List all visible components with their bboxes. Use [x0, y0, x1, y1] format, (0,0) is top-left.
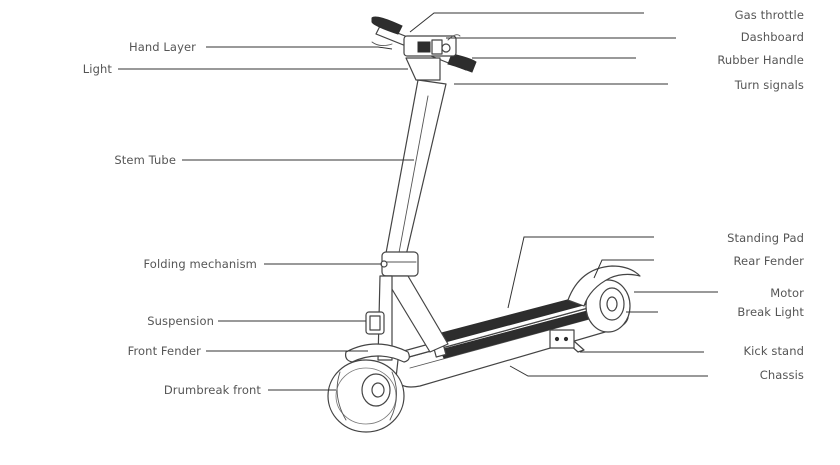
label-chassis: Chassis — [759, 368, 804, 382]
label-light: Light — [82, 62, 112, 76]
rear-fender-shape — [567, 265, 641, 307]
label-turn-signals: Turn signals — [734, 78, 804, 92]
label-rubber-handle: Rubber Handle — [717, 53, 804, 67]
label-break-light: Break Light — [737, 305, 804, 319]
front-wheel-shape — [327, 359, 405, 433]
front-fender-shape — [345, 343, 410, 363]
kick-bracket — [549, 329, 575, 349]
label-gas-throttle: Gas throttle — [734, 8, 804, 22]
label-folding-mechanism: Folding mechanism — [143, 257, 257, 271]
label-standing-pad: Standing Pad — [727, 231, 804, 245]
label-rear-fender: Rear Fender — [733, 254, 804, 268]
folding-mechanism-shape — [380, 251, 419, 277]
label-motor: Motor — [770, 286, 804, 300]
front-fork-shape — [377, 275, 449, 361]
label-stem-tube: Stem Tube — [114, 153, 176, 167]
label-drumbreak-front: Drumbreak front — [163, 383, 261, 397]
suspension-shape — [365, 311, 385, 335]
rear-wheel-shape — [585, 279, 631, 333]
label-dashboard: Dashboard — [740, 30, 804, 44]
stem-tube-shape — [383, 79, 447, 265]
scooter-illustration — [327, 16, 641, 433]
leader-lines-right — [409, 12, 718, 377]
label-front-fender: Front Fender — [127, 344, 201, 358]
label-hand-layer: Hand Layer — [128, 40, 196, 54]
leader-lines-left — [118, 46, 414, 391]
handlebar-shape — [371, 16, 477, 81]
label-suspension: Suspension — [147, 314, 214, 328]
label-kick-stand: Kick stand — [743, 344, 804, 358]
